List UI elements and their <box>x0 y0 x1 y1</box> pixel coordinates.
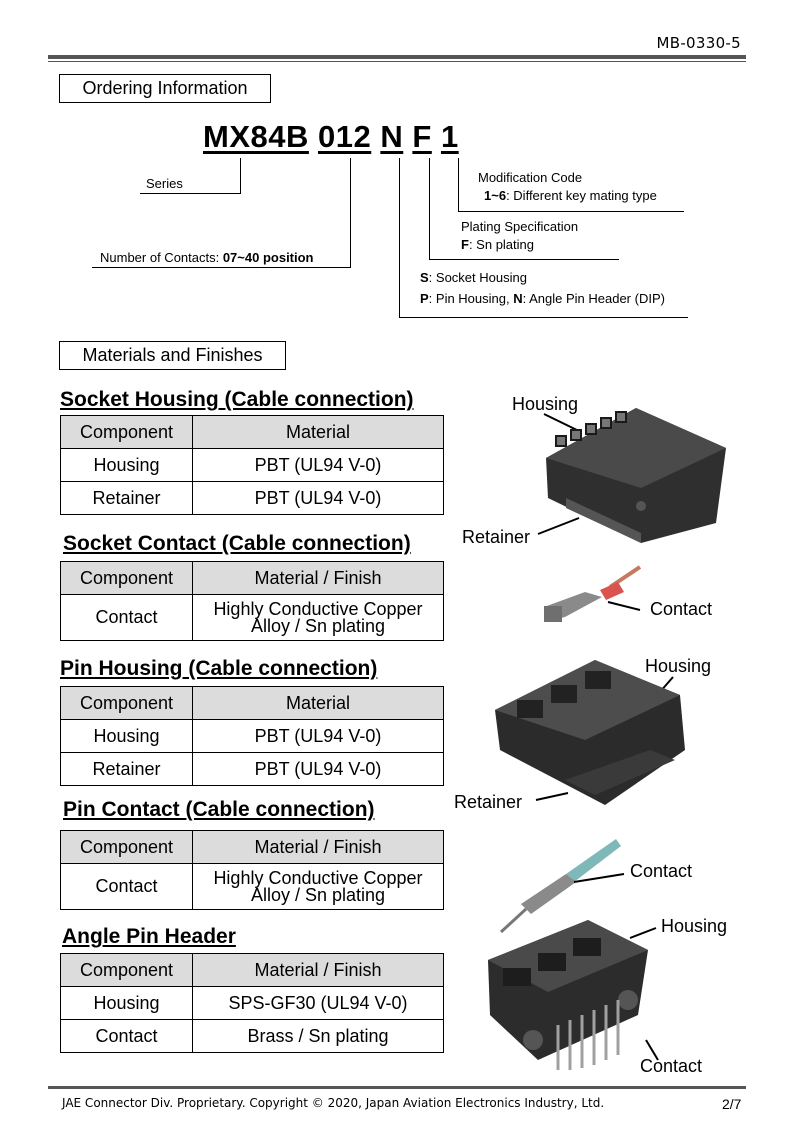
cell-component: Contact <box>60 1019 193 1053</box>
col-header-material: Material / Finish <box>192 561 444 595</box>
cell-component: Contact <box>60 863 193 910</box>
cell-component: Housing <box>60 719 193 753</box>
mod-leader-h <box>458 211 684 212</box>
col-header-component: Component <box>60 415 193 449</box>
materials-heading: Materials and Finishes <box>59 341 286 370</box>
series-label: Series <box>146 176 183 191</box>
document-id: MB-0330-5 <box>656 34 741 52</box>
plating-leader <box>429 158 430 260</box>
plating-title: Plating Specification <box>461 219 579 234</box>
mod-title: Modification Code <box>478 170 583 185</box>
caption-header-housing: Housing <box>661 916 728 936</box>
socket-housing-title: Socket Housing (Cable connection) <box>60 388 414 411</box>
caption-socket-housing: Housing <box>512 394 579 414</box>
caption-pin-housing: Housing <box>645 656 712 676</box>
col-header-component: Component <box>60 830 193 864</box>
footer-rule <box>48 1086 746 1089</box>
cell-material: PBT (UL94 V-0) <box>192 719 444 753</box>
pin-contact-title: Pin Contact (Cable connection) <box>63 798 375 821</box>
housing-code-p-n: P: Pin Housing, N: Angle Pin Header (DIP… <box>420 291 665 306</box>
pn-contacts: 012 <box>318 119 372 154</box>
pin-housing-image <box>495 660 685 805</box>
housing-leader-h <box>399 317 688 318</box>
pin-housing-title: Pin Housing (Cable connection) <box>60 657 378 680</box>
cell-component: Housing <box>60 448 193 482</box>
footer-copyright: JAE Connector Div. Proprietary. Copyrigh… <box>62 1096 605 1110</box>
cell-component: Contact <box>60 594 193 641</box>
cell-material: SPS-GF30 (UL94 V-0) <box>192 986 444 1020</box>
col-header-material: Material / Finish <box>192 953 444 987</box>
caption-header-contact: Contact <box>640 1056 703 1076</box>
cell-component: Retainer <box>60 752 193 786</box>
pin-contact-image <box>499 839 625 934</box>
series-leader <box>240 158 241 194</box>
caption-socket-retainer: Retainer <box>462 527 531 547</box>
contacts-leader <box>350 158 351 268</box>
caption-pin-retainer: Retainer <box>454 792 523 812</box>
col-header-component: Component <box>60 561 193 595</box>
socket-contact-title: Socket Contact (Cable connection) <box>63 532 411 555</box>
col-header-component: Component <box>60 686 193 720</box>
col-header-material: Material <box>192 415 444 449</box>
housing-leader <box>399 158 400 318</box>
pn-mod: 1 <box>440 119 459 154</box>
cell-component: Retainer <box>60 481 193 515</box>
socket-contact-image <box>544 565 642 622</box>
header-rule-thin <box>48 61 746 62</box>
contacts-leader-h <box>92 267 351 268</box>
pn-plating: F <box>412 119 432 154</box>
angle-pin-header-image <box>488 920 659 1070</box>
cell-material: PBT (UL94 V-0) <box>192 448 444 482</box>
cell-material: PBT (UL94 V-0) <box>192 752 444 786</box>
socket-housing-image <box>537 408 726 543</box>
col-header-material: Material <box>192 686 444 720</box>
contacts-label: Number of Contacts: 07~40 position <box>100 250 314 265</box>
housing-code-s: S: Socket Housing <box>420 270 527 285</box>
mod-code: 1~6: Different key mating type <box>484 188 657 203</box>
ordering-info-heading: Ordering Information <box>59 74 271 103</box>
series-leader-h <box>140 193 241 194</box>
col-header-material: Material / Finish <box>192 830 444 864</box>
page-number: 2/7 <box>722 1096 742 1112</box>
angle-pin-header-title: Angle Pin Header <box>62 925 236 948</box>
part-number: MX84B 012 N F 1 <box>203 119 459 155</box>
pn-housing: N <box>380 119 404 154</box>
caption-socket-contact: Contact <box>650 599 713 619</box>
caption-pin-contact: Contact <box>630 861 693 881</box>
plating-code: F: Sn plating <box>461 237 534 252</box>
cell-material: PBT (UL94 V-0) <box>192 481 444 515</box>
cell-material: Brass / Sn plating <box>192 1019 444 1053</box>
mod-leader <box>458 158 459 212</box>
cell-component: Housing <box>60 986 193 1020</box>
header-rule <box>48 55 746 59</box>
col-header-component: Component <box>60 953 193 987</box>
plating-leader-h <box>429 259 619 260</box>
pn-series: MX84B <box>203 119 309 154</box>
